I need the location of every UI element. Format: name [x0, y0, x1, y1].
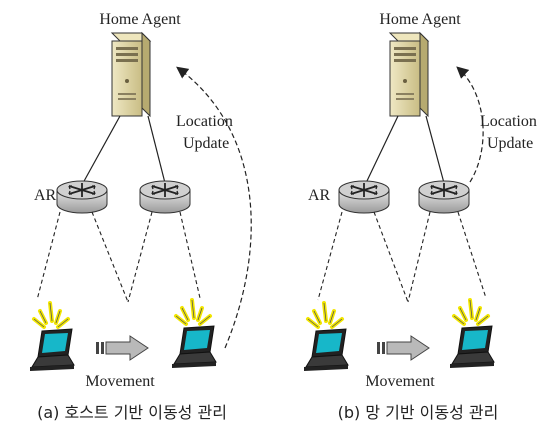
- mobile-node-laptop-icon: [302, 301, 350, 373]
- panel-network-based: Home Agent AR Location Update Movement (…: [302, 11, 541, 422]
- router-icon: [418, 180, 470, 214]
- mobile-node-laptop-icon: [28, 301, 76, 373]
- link-ha-router-2: [147, 115, 166, 184]
- location-update-label: Location Update: [176, 113, 237, 152]
- router-icon: [56, 180, 108, 214]
- mobile-node-laptop-icon: [448, 298, 496, 370]
- router-icon: [139, 180, 191, 214]
- link-ha-router-2: [425, 115, 445, 184]
- movement-arrow-icon: [95, 335, 149, 361]
- router-icon: [338, 180, 390, 214]
- home-agent-server-icon: [111, 32, 151, 117]
- location-update-arrow: [176, 66, 252, 349]
- mobile-node-laptop-icon: [170, 298, 218, 370]
- wireless-links: [36, 211, 201, 303]
- location-update-arrow: [456, 66, 484, 183]
- ar-label: AR: [34, 187, 57, 204]
- movement-label: Movement: [365, 373, 435, 390]
- panel-host-based: Home Agent AR Location Update Movement (…: [28, 11, 252, 422]
- panel-caption: (b) 망 기반 이동성 관리: [338, 403, 499, 422]
- home-agent-server-icon: [389, 32, 429, 117]
- movement-arrow-icon: [376, 335, 430, 361]
- wireless-links: [317, 211, 487, 303]
- movement-label: Movement: [85, 373, 155, 390]
- link-ha-router-1: [82, 115, 121, 184]
- ar-label: AR: [308, 187, 331, 204]
- link-ha-router-1: [365, 115, 399, 184]
- home-agent-label: Home Agent: [379, 11, 461, 28]
- panel-caption: (a) 호스트 기반 이동성 관리: [37, 403, 227, 422]
- location-update-label: Location Update: [480, 113, 541, 152]
- home-agent-label: Home Agent: [99, 11, 181, 28]
